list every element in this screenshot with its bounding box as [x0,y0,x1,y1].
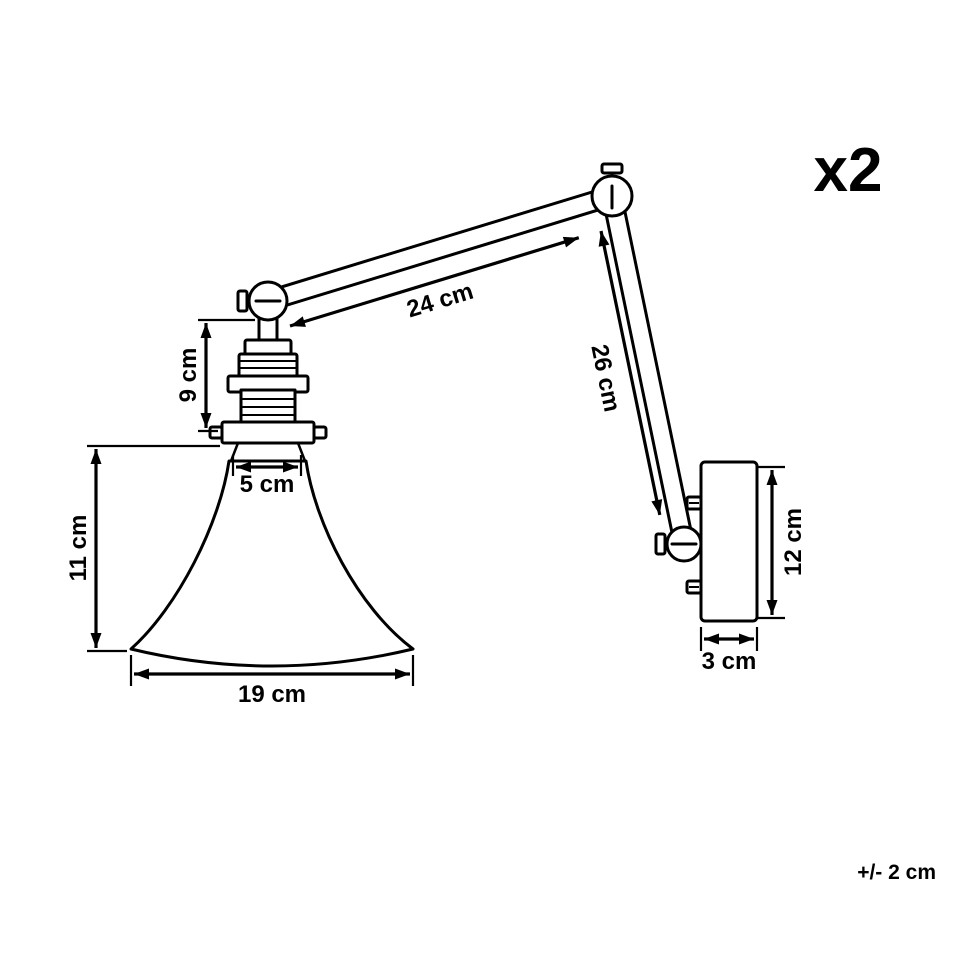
dim-shade-top-width: 5 cm [231,455,303,498]
lamp-socket [208,314,328,462]
lamp-outline [129,162,759,668]
tolerance-note: +/- 2 cm [857,861,936,884]
dim-upper-arm-label: 24 cm [404,278,477,324]
dim-wall-plate-depth: 3 cm [699,627,759,675]
dim-socket-height-label: 9 cm [175,348,202,403]
dim-shade-top-width-label: 5 cm [240,471,295,498]
dim-shade-width: 19 cm [129,655,415,708]
elbow-joint [236,280,289,322]
lamp-shade-cone [129,459,415,668]
thumb-screw-left [208,425,224,440]
dim-wall-plate-height-label: 12 cm [780,508,807,576]
quantity-label: x2 [814,136,883,205]
dim-lower-arm-label: 26 cm [585,342,625,414]
dim-shade-width-label: 19 cm [238,681,306,708]
shade-mount-ring [220,420,316,445]
dim-shade-height-label: 11 cm [65,515,92,582]
dim-wall-plate-height: 12 cm [757,465,807,620]
dim-wall-plate-depth-label: 3 cm [702,648,757,675]
dim-shade-height: 11 cm [65,444,220,653]
wall-plate [685,460,759,623]
dim-socket-height: 9 cm [175,318,255,433]
top-joint [590,162,634,218]
wall-joint [654,525,703,563]
thumb-screw-right [312,425,328,440]
